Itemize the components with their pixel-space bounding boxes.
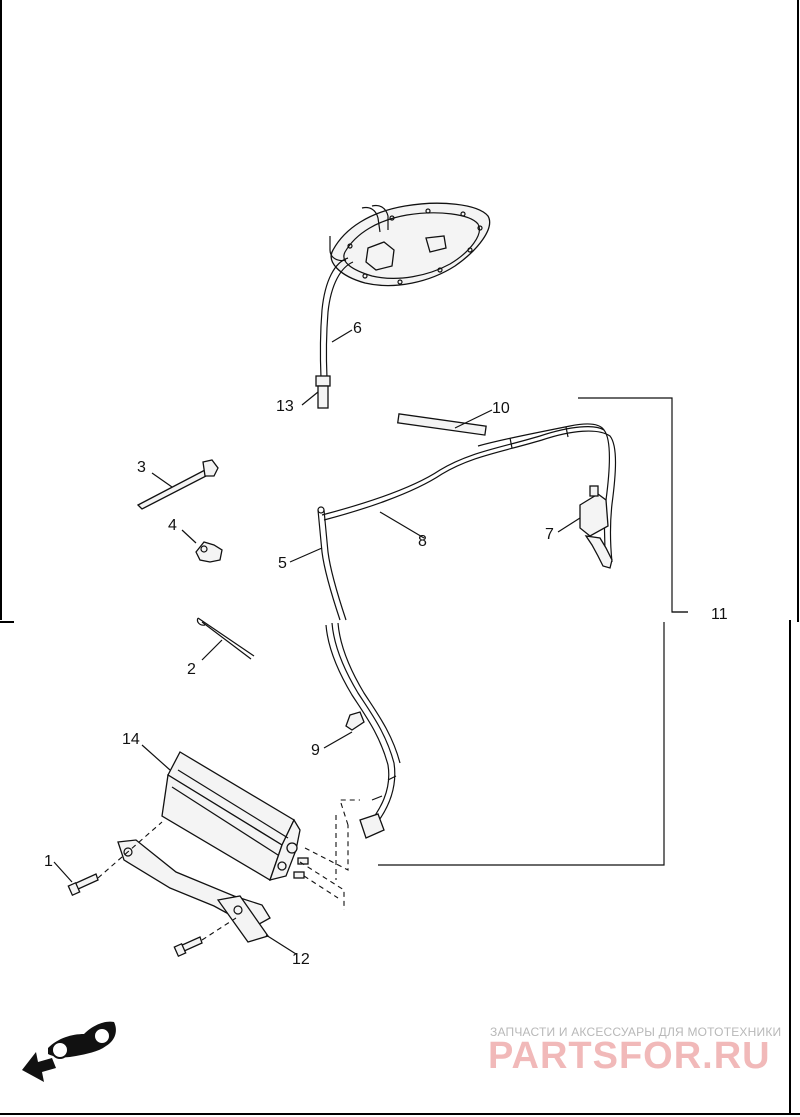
- label-8: 8: [418, 533, 427, 550]
- bolt-1: [67, 873, 99, 897]
- label-2: 2: [187, 661, 196, 678]
- assembly-guides: [97, 799, 360, 941]
- label-6: 6: [353, 320, 362, 337]
- bolt-lower: [173, 936, 203, 958]
- label-5: 5: [278, 555, 287, 572]
- label-1: 1: [44, 853, 53, 870]
- cable-strap-3: [136, 459, 219, 510]
- label-10: 10: [492, 400, 510, 417]
- label-13: 13: [276, 398, 294, 415]
- label-11: 11: [711, 606, 728, 623]
- label-3: 3: [137, 459, 146, 476]
- label-7: 7: [545, 526, 554, 543]
- front-arrow-icon: [22, 1052, 56, 1082]
- label-12: 12: [292, 951, 310, 968]
- vent-hose-6: [315, 236, 354, 409]
- watermark: ЗАПЧАСТИ И АКСЕССУАРЫ ДЛЯ МОТОТЕХНИКИ PA…: [488, 1025, 781, 1077]
- label-9: 9: [311, 742, 320, 759]
- watermark-tagline: ЗАПЧАСТИ И АКСЕССУАРЫ ДЛЯ МОТОТЕХНИКИ: [490, 1025, 781, 1039]
- charcoal-canister-14: [161, 751, 309, 881]
- leader-lines: [53, 329, 688, 955]
- hose-assembly: [317, 413, 617, 839]
- motorcycle-direction-icon: [48, 1021, 116, 1059]
- part-labels: 13 6 3 4 2 5 8 10 7 11 9 14 1 12: [44, 320, 728, 968]
- fuel-tank-plate: [330, 202, 491, 287]
- bracket-12: [117, 839, 271, 943]
- label-14: 14: [122, 731, 140, 748]
- clip-4: [195, 541, 223, 563]
- cable-tie-2: [196, 617, 255, 660]
- label-4: 4: [168, 517, 177, 534]
- watermark-logo: PARTSFOR.RU: [488, 1035, 771, 1077]
